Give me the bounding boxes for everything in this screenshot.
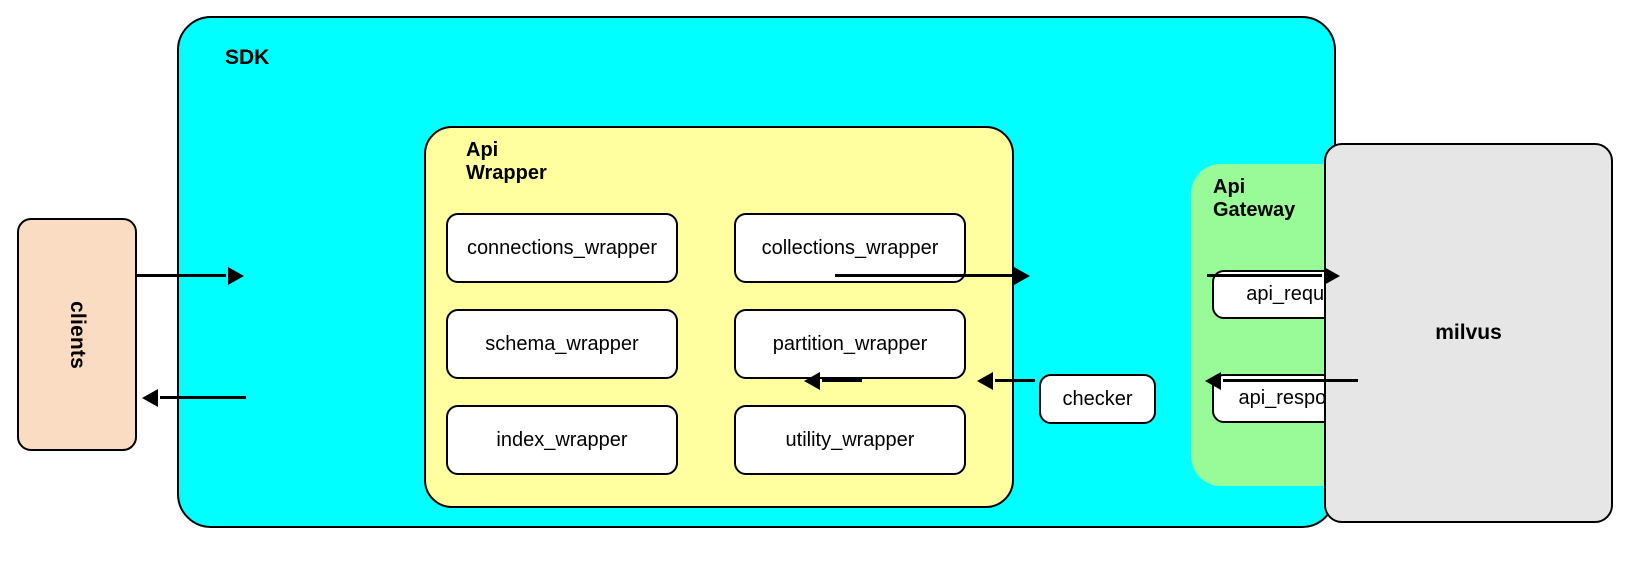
card-index-wrapper[interactable]: index_wrapper: [446, 405, 678, 475]
api-gateway-title-line1: Api: [1213, 176, 1246, 198]
api-gateway-title-line2: Gateway: [1213, 199, 1296, 222]
arrow-api-response-to-checker: [995, 379, 1035, 382]
clients-node[interactable]: clients: [17, 218, 137, 451]
arrow-api-wrapper-to-clients: [160, 396, 246, 399]
card-connections-wrapper[interactable]: connections_wrapper: [446, 213, 678, 283]
arrow-api-request-to-milvus: [1207, 274, 1322, 277]
arrow-clients-to-api-wrapper: [137, 274, 226, 277]
sdk-title: SDK: [225, 46, 270, 69]
card-collections-wrapper[interactable]: collections_wrapper: [734, 213, 966, 283]
clients-label: clients: [66, 300, 89, 369]
api-wrapper-title: Api Wrapper: [466, 139, 596, 186]
api-gateway-title: Api Gateway: [1213, 176, 1343, 223]
checker-node[interactable]: checker: [1039, 374, 1156, 424]
sdk-container[interactable]: SDK Api Wrapper connections_wrapper coll…: [177, 16, 1466, 528]
arrow-api-wrapper-to-api-request: [835, 274, 1012, 277]
card-utility-wrapper[interactable]: utility_wrapper: [734, 405, 966, 475]
card-partition-wrapper[interactable]: partition_wrapper: [734, 309, 966, 379]
api-wrapper-title-line2: Wrapper: [466, 162, 547, 185]
api-wrapper-container[interactable]: Api Wrapper connections_wrapper collecti…: [424, 126, 1014, 508]
arrow-checker-to-api-wrapper: [822, 379, 862, 382]
milvus-node: milvus: [1324, 143, 1613, 523]
api-wrapper-title-line1: Api: [466, 139, 499, 161]
arrow-milvus-to-api-response: [1223, 379, 1358, 382]
card-schema-wrapper[interactable]: schema_wrapper: [446, 309, 678, 379]
